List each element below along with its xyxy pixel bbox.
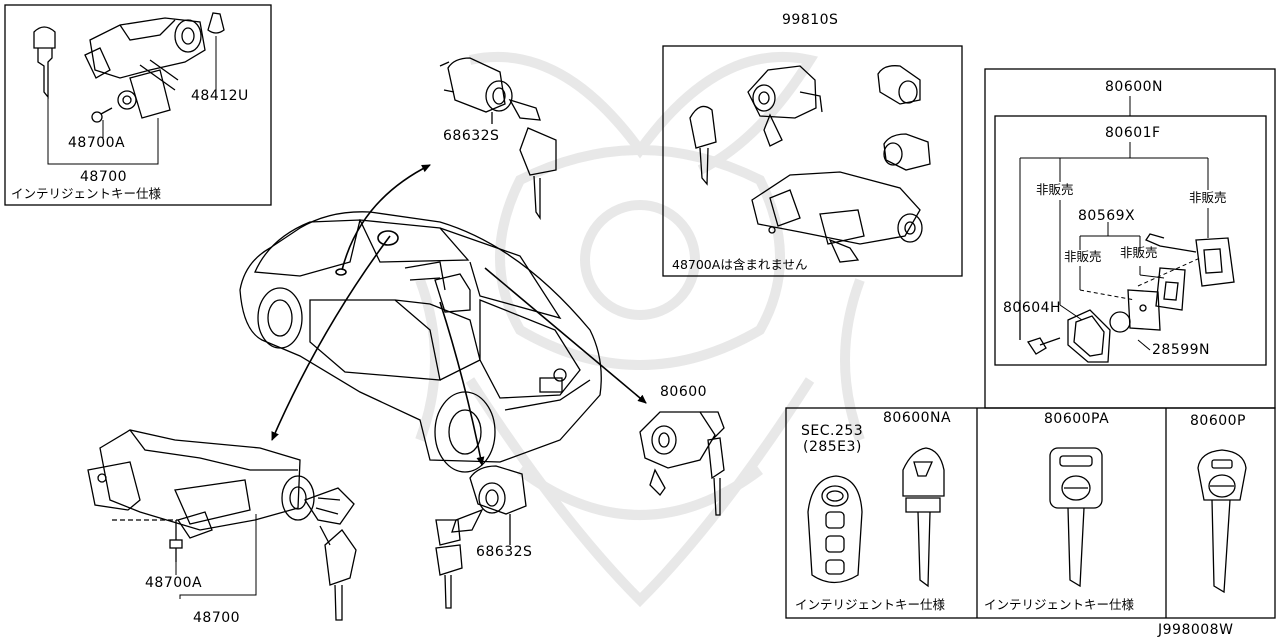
key-80600PA-drawing — [1049, 447, 1103, 588]
note-not-sold-right: 非販売 — [1189, 190, 1227, 205]
label-48700-bottom: 48700 — [193, 610, 241, 626]
label-68632S-top: 68632S — [443, 128, 500, 144]
frame-80600N — [984, 68, 1276, 409]
vehicle-drawing — [239, 211, 602, 473]
note-not-sold-mid1: 非販売 — [1064, 249, 1102, 264]
key-80600P-drawing — [1197, 449, 1247, 594]
label-48700A-top: 48700A — [68, 135, 126, 151]
leader-lines-bottomleft — [175, 514, 257, 599]
label-80604H: 80604H — [1003, 300, 1062, 316]
key-blank-drawing-topleft — [33, 26, 56, 99]
key-drawing-99810S — [689, 105, 717, 186]
note-intelligent-key-top: インテリジェントキー仕様 — [11, 186, 162, 201]
screw-48700A-drawing-bottom — [169, 520, 183, 562]
leader-lines-topleft — [47, 36, 217, 165]
ignition-switch-drawing-topleft — [84, 17, 206, 119]
label-80569X: 80569X — [1078, 208, 1136, 224]
label-sec253-sub: (285E3) — [803, 439, 862, 455]
note-intelligent-key-1: インテリジェントキー仕様 — [795, 597, 946, 612]
label-80600NA: 80600NA — [883, 410, 952, 426]
label-80600N: 80600N — [1105, 79, 1164, 95]
steering-lock-drawing-99810S — [751, 171, 923, 263]
pointer-arrows — [271, 164, 647, 466]
note-48700A-excluded: 48700Aは含まれません — [672, 257, 808, 272]
ignition-lock-assembly-bottom — [87, 429, 357, 621]
label-68632S-bottom: 68632S — [476, 544, 533, 560]
key-set-80600-drawing — [639, 411, 725, 516]
label-48700A-bottom: 48700A — [145, 575, 203, 591]
label-99810S: 99810S — [782, 12, 839, 28]
label-48700-top: 48700 — [80, 169, 128, 185]
label-48412U: 48412U — [191, 88, 249, 104]
label-28599N: 28599N — [1152, 342, 1211, 358]
intelligent-key-fob-drawing — [807, 475, 863, 584]
label-sec253: SEC.253 — [801, 423, 864, 439]
clip-48412U-drawing — [207, 12, 225, 34]
label-80601F: 80601F — [1105, 125, 1161, 141]
diagram-id: J998008W — [1158, 622, 1234, 638]
note-not-sold-left: 非販売 — [1036, 182, 1074, 197]
frame-48700-intelligent — [4, 4, 272, 206]
frame-keys — [785, 407, 1276, 619]
label-80600PA: 80600PA — [1044, 411, 1110, 427]
small-cylinders-99810S — [877, 65, 931, 171]
key-80600NA-drawing — [902, 447, 945, 588]
note-not-sold-mid2: 非販売 — [1120, 245, 1158, 260]
leader-tree-80601F — [1019, 142, 1209, 351]
label-80600P: 80600P — [1190, 413, 1246, 429]
key-shell-drawings-80601F — [1019, 233, 1235, 363]
screw-48700A-drawing-topleft — [91, 107, 113, 123]
label-80600: 80600 — [660, 384, 708, 400]
ignition-switch-drawing-99810S — [747, 65, 823, 147]
watermark-emblem — [415, 51, 865, 608]
note-intelligent-key-2: インテリジェントキー仕様 — [984, 597, 1135, 612]
frame-99810S — [662, 45, 963, 277]
door-key-cylinder-drawing-top — [439, 57, 557, 221]
door-key-cylinder-drawing-bottom — [435, 465, 527, 609]
